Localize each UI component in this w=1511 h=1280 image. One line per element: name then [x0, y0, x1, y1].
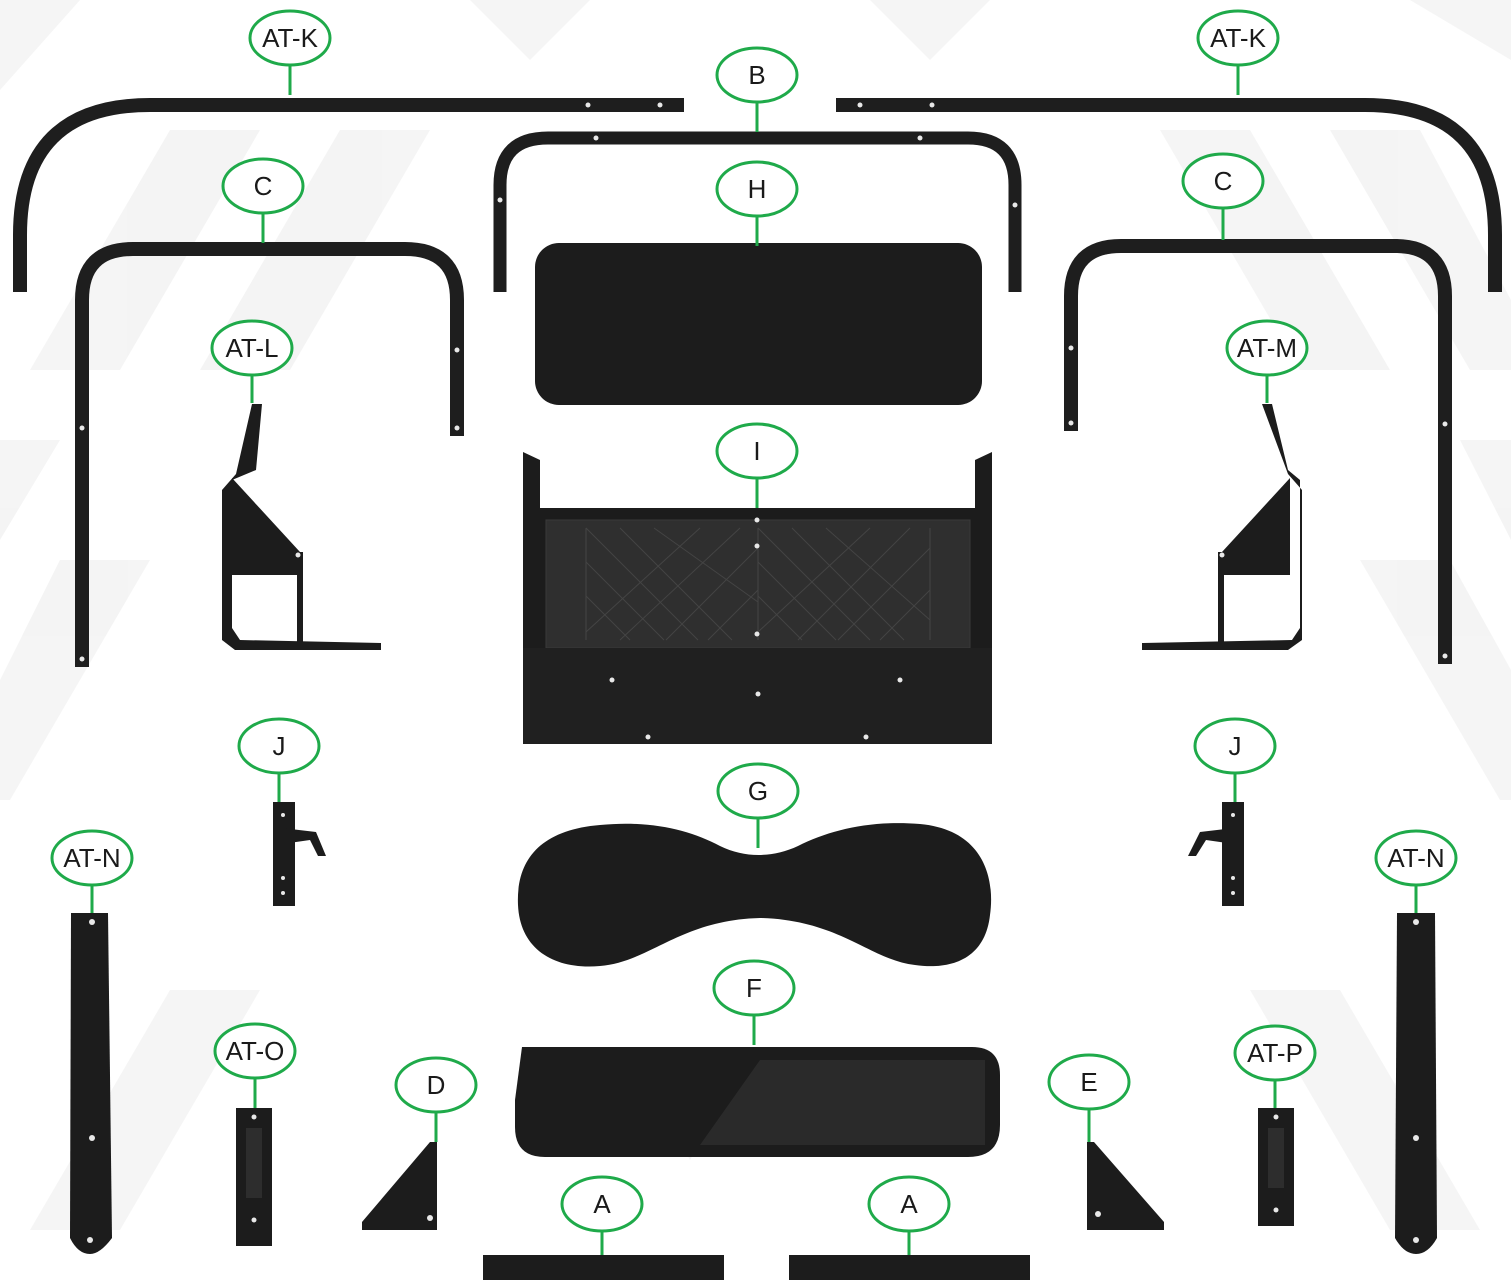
callout-g: G — [716, 762, 800, 820]
callout-d: D — [394, 1056, 478, 1114]
callout-c-right: C — [1181, 152, 1265, 210]
callout-i-text: I — [753, 436, 760, 466]
part-c-left — [75, 242, 464, 667]
part-f-foot-rest — [515, 1047, 1000, 1157]
part-d-gusset — [362, 1142, 437, 1230]
callout-at-n-right: AT-N — [1374, 829, 1458, 887]
callout-b-text: B — [748, 60, 765, 90]
callout-d-text: D — [427, 1070, 446, 1100]
callout-at-o-text: AT-O — [226, 1036, 285, 1066]
part-h-seat-back — [535, 243, 982, 405]
callout-at-k-right-text: AT-K — [1210, 23, 1267, 53]
part-j-left — [273, 802, 326, 906]
callout-h: H — [715, 160, 799, 218]
callout-c-left-text: C — [254, 171, 273, 201]
callout-j-right: J — [1193, 717, 1277, 775]
callout-at-p: AT-P — [1233, 1024, 1317, 1082]
part-at-m-bracket — [1142, 404, 1302, 650]
callout-at-n-left: AT-N — [50, 829, 134, 887]
part-at-p — [1258, 1108, 1294, 1226]
callout-i: I — [715, 422, 799, 480]
callout-at-k-left-text: AT-K — [262, 23, 319, 53]
part-at-n-right — [1395, 913, 1437, 1254]
callout-b: B — [715, 46, 799, 104]
part-b-rail — [493, 131, 1022, 292]
callout-at-m: AT-M — [1225, 319, 1309, 377]
callout-c-right-text: C — [1214, 166, 1233, 196]
callout-at-l-text: AT-L — [226, 333, 279, 363]
callout-at-p-text: AT-P — [1247, 1038, 1303, 1068]
callout-f: F — [712, 959, 796, 1017]
callout-j-left: J — [237, 717, 321, 775]
part-e-gusset — [1087, 1142, 1164, 1230]
callout-at-l: AT-L — [210, 319, 294, 377]
part-at-n-left — [70, 913, 112, 1254]
callout-a-right: A — [867, 1175, 951, 1233]
callout-at-k-right: AT-K — [1196, 9, 1280, 67]
callout-e-text: E — [1080, 1067, 1097, 1097]
callout-c-left: C — [221, 157, 305, 215]
callout-at-n-left-text: AT-N — [63, 843, 120, 873]
callout-at-m-text: AT-M — [1237, 333, 1297, 363]
part-a-right — [789, 1255, 1030, 1280]
callout-g-text: G — [748, 776, 768, 806]
callout-a-right-text: A — [900, 1189, 918, 1219]
callout-at-n-right-text: AT-N — [1387, 843, 1444, 873]
leader-lines — [90, 65, 1418, 1255]
callout-j-right-text: J — [1229, 731, 1242, 761]
callout-e: E — [1047, 1053, 1131, 1111]
callout-at-o: AT-O — [213, 1022, 297, 1080]
callout-f-text: F — [746, 973, 762, 1003]
callout-a-left: A — [560, 1175, 644, 1233]
part-at-k-left — [13, 98, 684, 292]
part-g-seat-cushion — [517, 823, 992, 967]
callout-j-left-text: J — [273, 731, 286, 761]
part-at-o — [236, 1108, 272, 1246]
part-a-left — [483, 1255, 724, 1280]
part-c-right — [1064, 239, 1452, 664]
callout-a-left-text: A — [593, 1189, 611, 1219]
part-at-l-bracket — [222, 404, 381, 650]
part-at-k-right — [836, 98, 1502, 292]
part-j-right — [1188, 802, 1244, 906]
callout-at-k-left: AT-K — [248, 9, 332, 67]
callout-h-text: H — [748, 174, 767, 204]
part-i-seat-base — [523, 452, 992, 744]
